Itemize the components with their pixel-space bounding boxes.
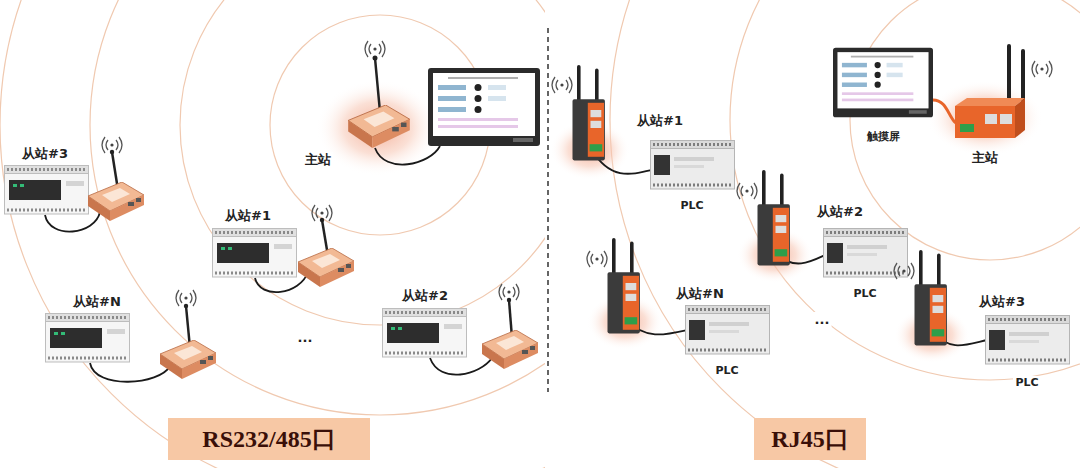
station-label: 从站#N [674,286,726,302]
radio-module [88,105,538,379]
plc-box: PLC [680,300,775,378]
router [573,44,1026,345]
station-label: 从站#2 [400,288,450,304]
plc-box: PLC [818,223,913,301]
touch-screen [833,48,933,118]
port-name: RS232/485口 [202,424,335,454]
cable [45,146,492,382]
station-label: 从站#3 [20,146,70,162]
station-label: 从站#3 [977,294,1027,310]
ellipsis: ... [296,330,315,346]
station-label: 从站#2 [815,204,865,220]
port-name: RJ45口 [771,424,848,454]
device-name: PLC [713,364,740,378]
station-label: 从站#N [71,294,123,310]
ellipsis: ... [813,312,832,328]
divider [547,28,549,392]
plc-box: PLC [645,135,740,213]
device-name: 触摸屏 [865,130,902,144]
device-name: PLC [851,287,878,301]
station-label: 主站 [970,150,1000,166]
touch-screen-box: 触摸屏 [828,40,938,144]
signal-glow [316,80,1043,363]
signal-arcs [610,0,1080,468]
plc-device [5,166,467,363]
touch-screen [428,68,540,146]
signal-arcs [0,0,545,468]
plc-box: PLC [980,310,1075,390]
station-label: 主站 [303,152,333,168]
station-label: 从站#1 [223,208,273,224]
device-name: PLC [678,199,705,213]
station-label: 从站#1 [635,113,685,129]
port-tag: RS232/485口 [168,418,370,460]
device-name: PLC [1013,376,1040,390]
wifi-symbol [102,41,519,306]
plc-device [651,141,1070,365]
port-tag: RJ45口 [754,418,866,460]
wifi-symbol [552,61,1052,279]
